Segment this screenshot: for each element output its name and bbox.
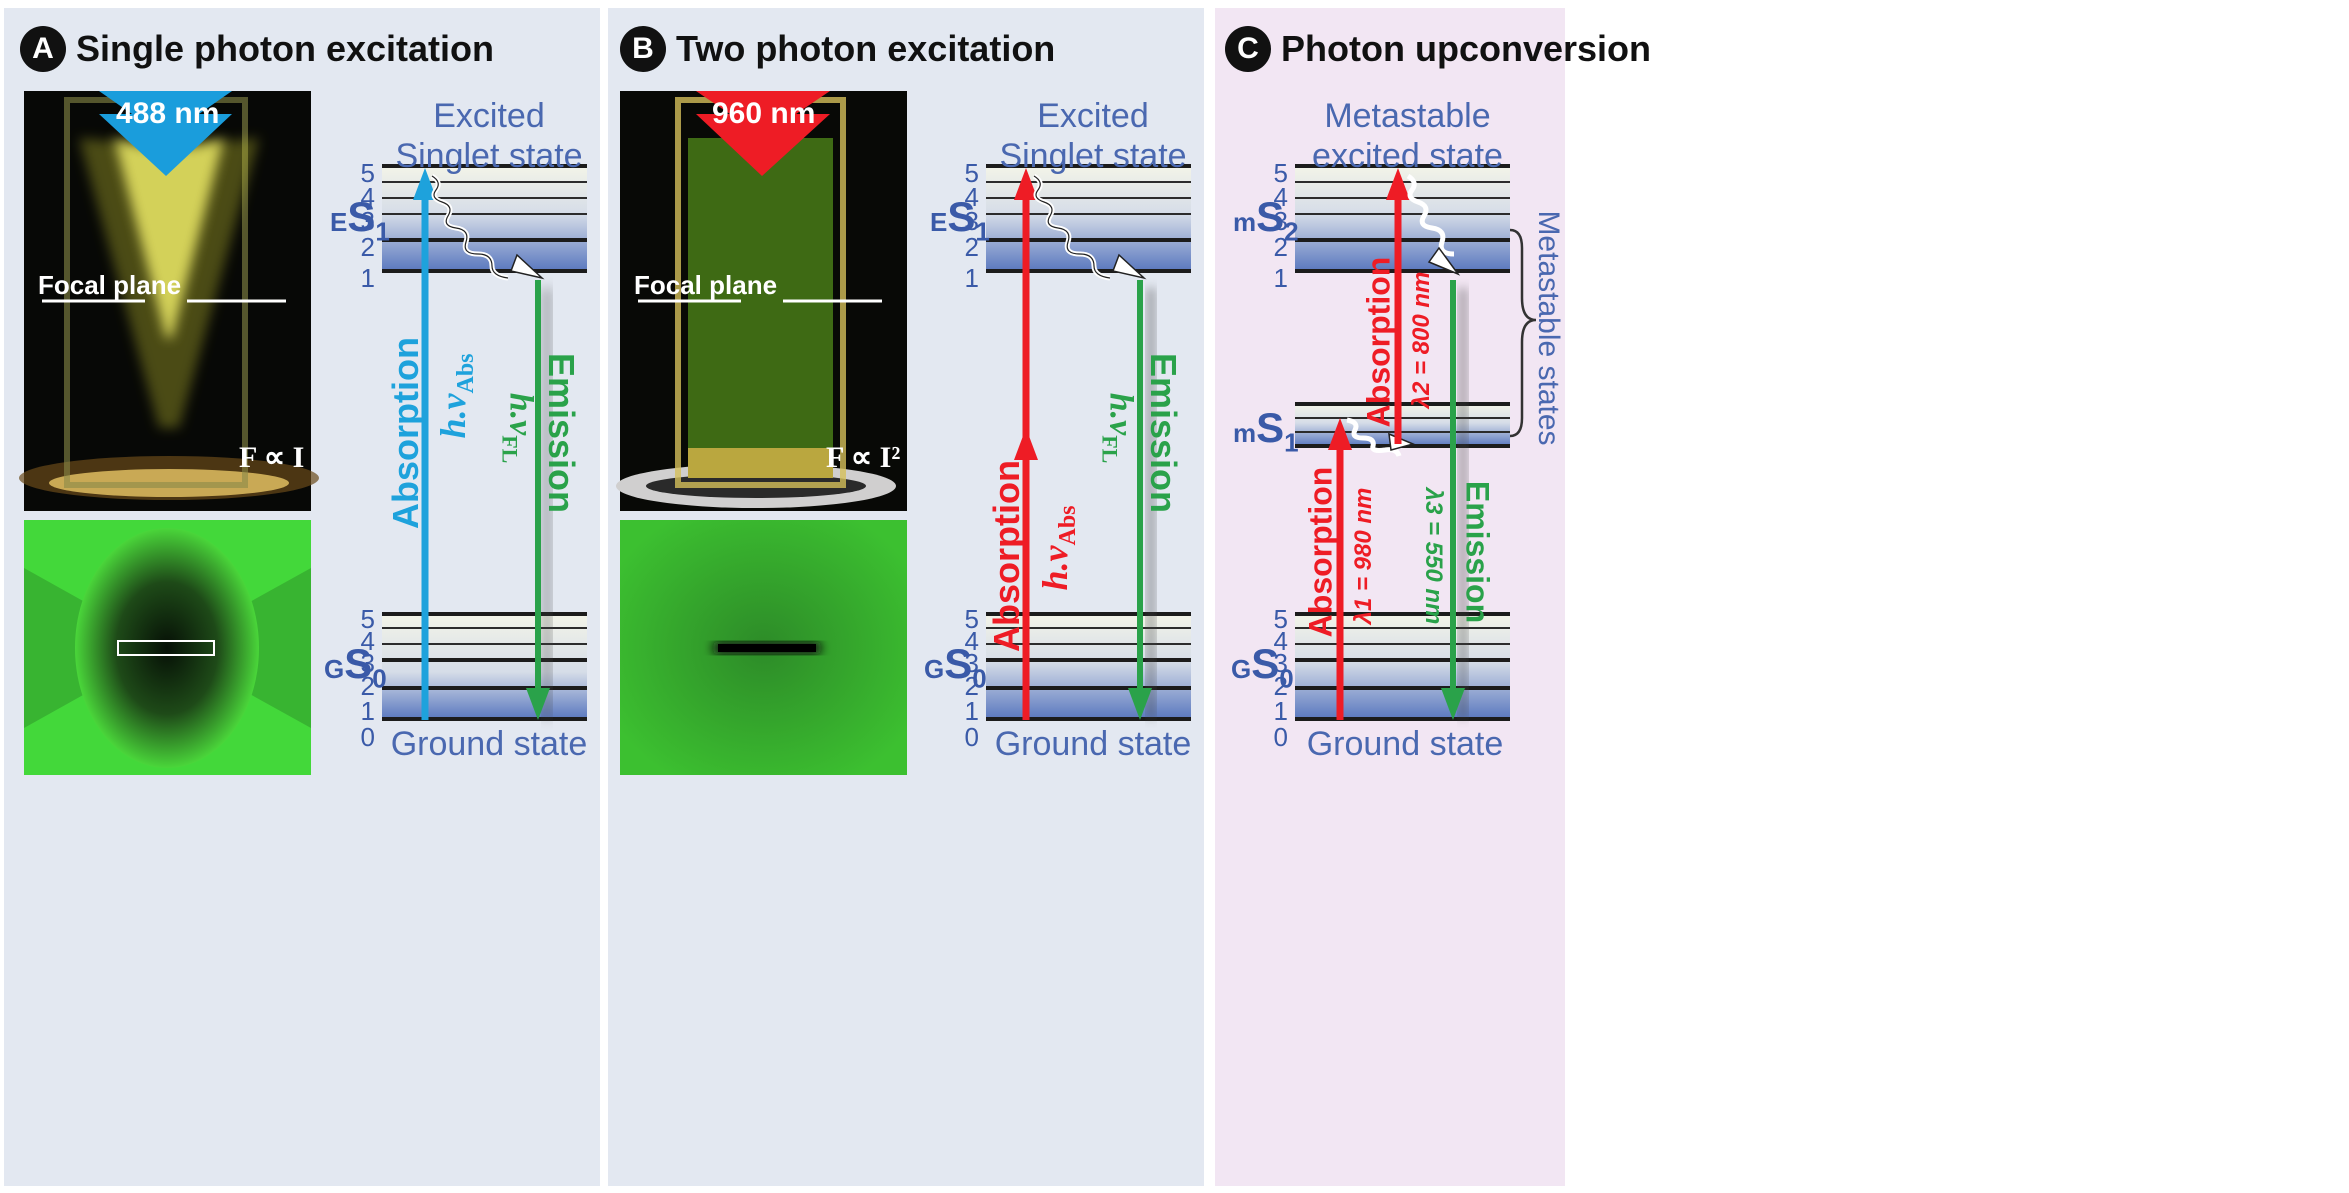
badge-a: A <box>20 26 66 72</box>
wavelength-label-a: 488 nm <box>116 97 220 130</box>
relaxation-wave-b-outline <box>1033 175 1111 279</box>
psf-image-b <box>620 520 907 775</box>
absorption-arrow-c1 <box>1328 418 1352 720</box>
emission-label-c: Emission <box>1459 480 1496 624</box>
emission-label-b: Emission <box>1143 352 1184 514</box>
relaxation-wave-a-outline <box>431 175 509 279</box>
badge-b: B <box>620 26 666 72</box>
panel-c-graphics <box>1295 164 1537 721</box>
absorption-2-label-c: Absorption <box>1360 256 1397 428</box>
energy-levels-a <box>382 164 587 721</box>
h-nu-fl-label-b: h.νFL <box>1097 392 1140 464</box>
upper-level-label-a: ES1 <box>330 193 390 247</box>
absorption-label-a: Absorption <box>385 337 426 529</box>
metastable-states-label: Metastable states <box>1532 210 1565 446</box>
fluorescence-law-a: F ∝ I <box>239 441 305 474</box>
lower-level-label-c: GS0 <box>1231 640 1294 694</box>
emission-arrow-b <box>1128 280 1152 720</box>
focal-plane-label-b: Focal plane <box>634 270 778 300</box>
lambda-1-label-c: λ1 = 980 nm <box>1350 487 1377 625</box>
fluorescence-law-b: F ∝ I² <box>826 441 901 474</box>
emission-label-a: Emission <box>541 352 582 514</box>
emission-arrow-a <box>526 280 550 720</box>
panel-title-a: Single photon excitation <box>76 28 495 69</box>
panel-title-c: Photon upconversion <box>1281 28 1652 69</box>
lower-level-label-a: GS0 <box>324 640 387 694</box>
absorption-arrow-a <box>413 168 437 720</box>
psf-image-a <box>24 520 311 775</box>
lambda-3-label-c: λ3 = 550 nm <box>1420 487 1447 625</box>
absorption-arrow-c2 <box>1386 168 1410 444</box>
focal-plane-label-a: Focal plane <box>38 270 182 300</box>
panel-a-graphics <box>19 91 587 775</box>
wavelength-label-b: 960 nm <box>712 97 816 130</box>
upper-level-label-b: ES1 <box>930 193 990 247</box>
emission-arrow-c <box>1441 280 1465 720</box>
badge-c: C <box>1225 26 1271 72</box>
relaxation-wave-c2 <box>1406 173 1455 257</box>
bottom-state-label-c: Ground state <box>1306 725 1504 763</box>
panel-b-graphics <box>616 91 1191 775</box>
h-nu-abs-label-b: h.νAbs <box>1034 505 1082 591</box>
laser-arrow-b <box>696 91 830 176</box>
relaxation-arrowhead-b <box>1111 253 1147 280</box>
panel-a: A Single photon excitation 488 nm Focal … <box>4 8 600 1186</box>
shadow-a <box>542 288 552 718</box>
absorption-1-label-c: Absorption <box>1302 466 1339 638</box>
relaxation-wave-c1 <box>1346 417 1402 457</box>
panel-title-b: Two photon excitation <box>676 28 1056 69</box>
laser-arrow-a <box>99 91 232 176</box>
bottom-state-label-b: Ground state <box>994 725 1192 763</box>
absorption-label-b: Absorption <box>986 460 1027 652</box>
metastable-brace <box>1509 228 1537 438</box>
absorption-arrow-b <box>1014 168 1038 720</box>
relaxation-arrowhead-a <box>509 253 545 280</box>
shadow-c <box>1458 288 1468 718</box>
shadow-b <box>1146 288 1156 718</box>
relaxation-arrowhead-c2 <box>1427 246 1461 276</box>
lower-level-label-b: GS0 <box>924 640 987 694</box>
h-nu-abs-label-a: h.νAbs <box>432 353 480 439</box>
panel-b: B Two photon excitation 960 nm Focal pla… <box>608 8 1204 1186</box>
lambda-2-label-c: λ2 = 800 nm <box>1408 271 1435 409</box>
upper-level-label-c: mS2 <box>1233 193 1299 247</box>
h-nu-fl-label-a: h.νFL <box>497 392 540 464</box>
bottom-state-label-a: Ground state <box>390 725 588 763</box>
mid-level-label-c: mS1 <box>1233 404 1299 458</box>
